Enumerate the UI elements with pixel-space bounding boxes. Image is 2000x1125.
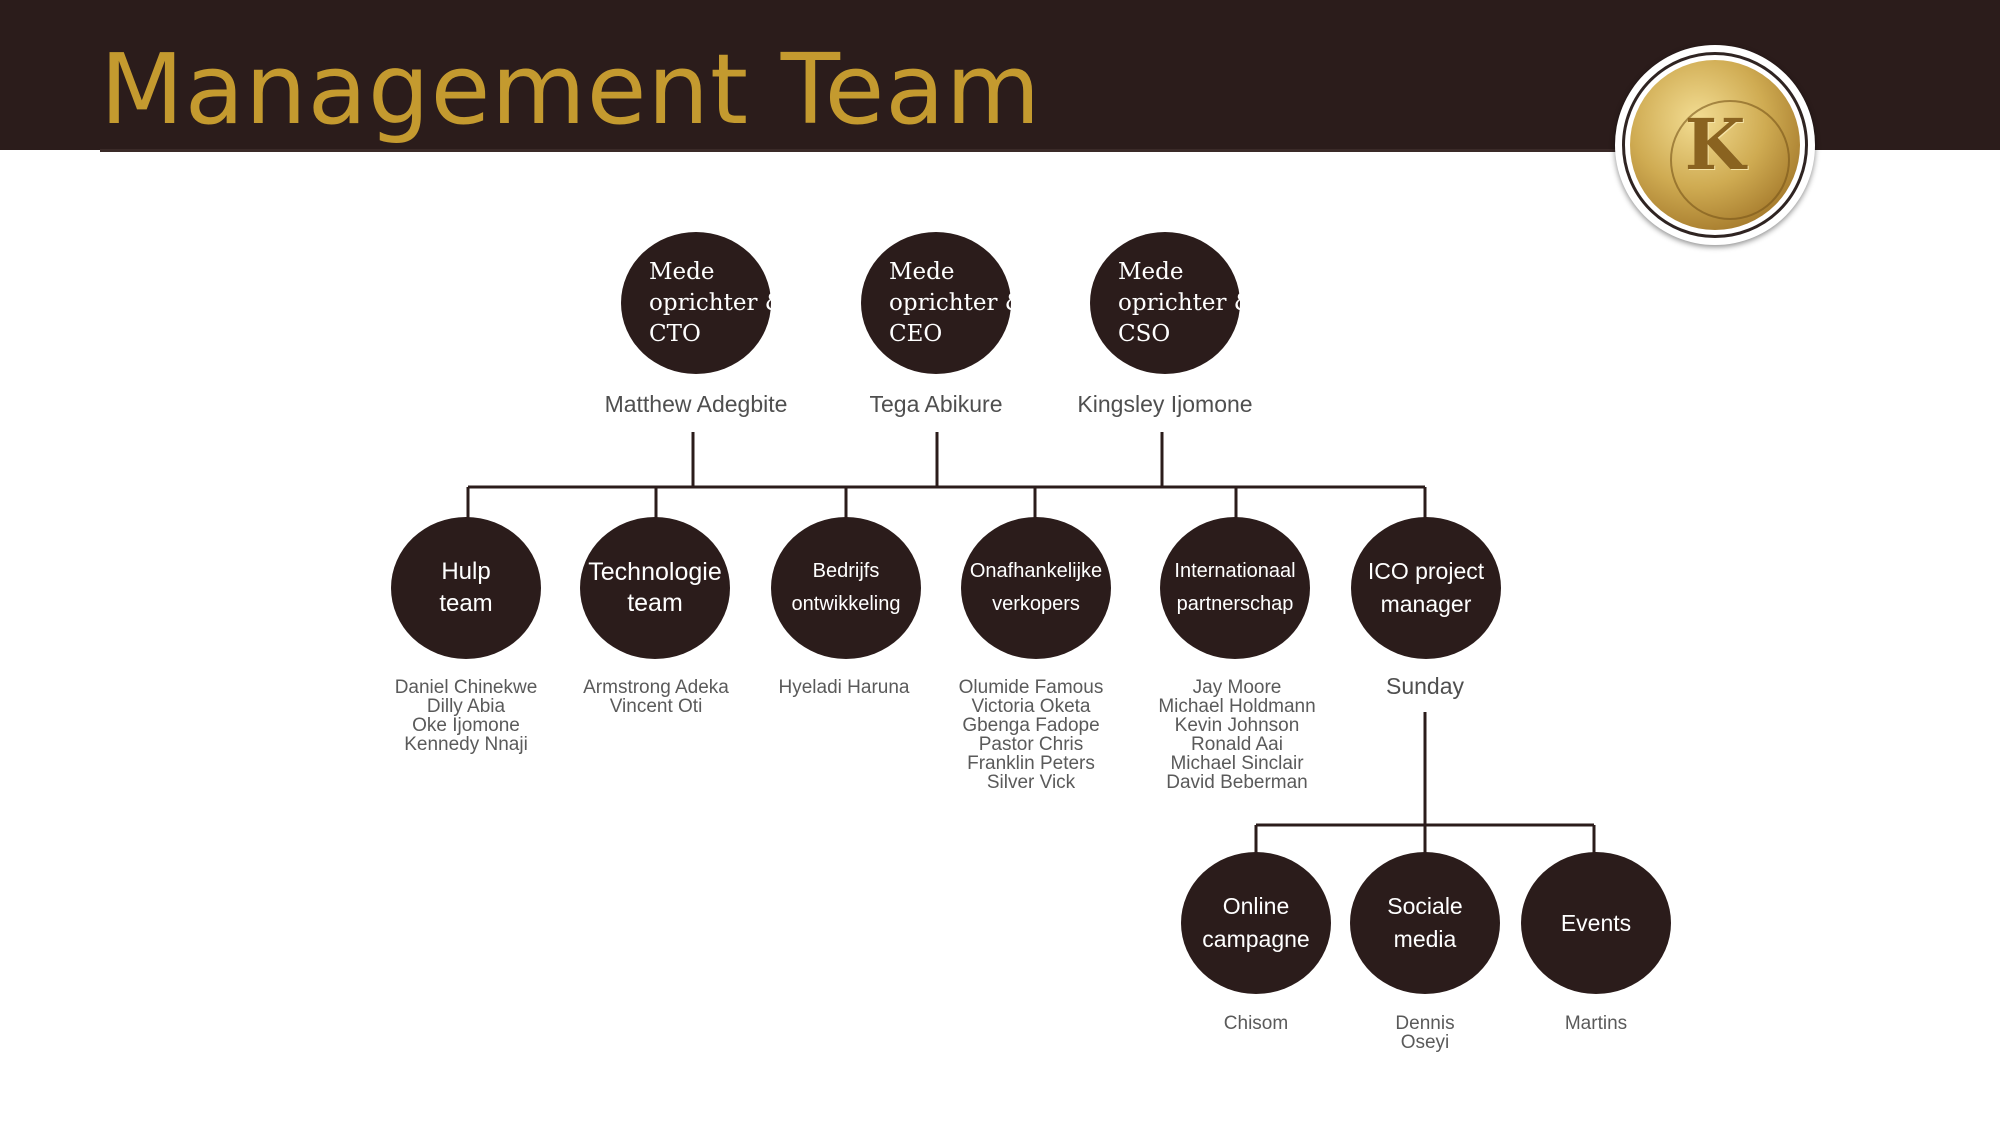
team-members-verkopers: Olumide Famous Victoria Oketa Gbenga Fad…	[911, 678, 1151, 792]
team-circle-technologie: Technologie team	[580, 517, 730, 659]
member-name: Dilly Abia	[426, 696, 506, 717]
member-name: Sunday	[1385, 673, 1464, 699]
subteam-label: Sociale media	[1387, 893, 1463, 952]
team-members-bedrijfsontwikkeling: Hyeladi Haruna	[724, 678, 964, 697]
member-name: Martins	[1564, 1013, 1628, 1034]
founder-name-cso: Kingsley Ijomone	[1077, 391, 1253, 417]
subteam-circle-online-campagne: Online campagne	[1181, 852, 1331, 994]
member-name: Armstrong Adeka	[583, 677, 729, 698]
member-name: Daniel Chinekwe	[394, 677, 538, 698]
team-circle-bedrijfsontwikkeling: Bedrijfs ontwikkeling	[771, 517, 921, 659]
member-name: Silver Vick	[986, 772, 1076, 793]
founder-name-cto: Matthew Adegbite	[604, 391, 788, 417]
member-name: Hyeladi Haruna	[778, 677, 910, 698]
member-name: Franklin Peters	[967, 753, 1095, 774]
subteam-circle-sociale-media: Sociale media	[1350, 852, 1500, 994]
member-name: Oseyi	[1400, 1032, 1450, 1053]
member-name: Chisom	[1223, 1013, 1289, 1034]
member-name: Michael Sinclair	[1170, 753, 1304, 774]
team-label: Bedrijfs ontwikkeling	[791, 560, 901, 615]
team-members-technologie: Armstrong Adeka Vincent Oti	[536, 678, 776, 716]
member-name: Ronald Aai	[1191, 734, 1283, 755]
subteam-label: Online campagne	[1202, 893, 1310, 952]
team-label: Hulp team	[439, 558, 493, 617]
team-label: ICO project manager	[1367, 558, 1485, 617]
member-name: Victoria Oketa	[971, 696, 1091, 717]
founder-role: Mede oprichter & CEO	[889, 258, 1026, 347]
subteam-circle-events: Events	[1521, 852, 1671, 994]
team-members-hulp: Daniel Chinekwe Dilly Abia Oke Ijomone K…	[346, 678, 586, 754]
coin-face	[1630, 60, 1800, 230]
team-circle-partnerschap: Internationaal partnerschap	[1160, 517, 1310, 659]
page-title: Management Team	[100, 33, 1042, 146]
founder-role: Mede oprichter & CSO	[1118, 258, 1255, 347]
team-label: Onafhankelijke verkopers	[969, 560, 1103, 615]
title-underline	[100, 149, 1620, 152]
team-label: Internationaal partnerschap	[1174, 560, 1296, 615]
team-circle-ico-manager: ICO project manager	[1351, 517, 1501, 659]
member-name: Kevin Johnson	[1174, 715, 1300, 736]
subteam-members-sociale-media: Dennis Oseyi	[1305, 1014, 1545, 1052]
member-name: Dennis	[1395, 1013, 1455, 1034]
coin-logo: K	[1615, 45, 1815, 245]
member-name: Michael Holdmann	[1158, 696, 1316, 717]
member-name: Olumide Famous	[958, 677, 1104, 698]
member-name: Gbenga Fadope	[962, 715, 1100, 736]
subteam-members-events: Martins	[1476, 1014, 1716, 1033]
founder-circle-cso: Mede oprichter & CSO	[1090, 232, 1254, 374]
member-name: Jay Moore	[1192, 677, 1282, 698]
team-circle-hulp: Hulp team	[391, 517, 541, 659]
team-members-ico-manager: Sunday	[1305, 672, 1545, 700]
founder-circle-cto: Mede oprichter & CTO	[621, 232, 785, 374]
coin-k-icon: K	[1684, 103, 1746, 186]
team-circle-verkopers: Onafhankelijke verkopers	[961, 517, 1111, 659]
founder-role: Mede oprichter & CTO	[649, 258, 786, 347]
member-name: Vincent Oti	[609, 696, 703, 717]
member-name: Kennedy Nnaji	[404, 734, 528, 755]
team-members-partnerschap: Jay Moore Michael Holdmann Kevin Johnson…	[1117, 678, 1357, 792]
member-name: Pastor Chris	[978, 734, 1084, 755]
subteam-label: Events	[1560, 909, 1632, 936]
founder-name-ceo: Tega Abikure	[869, 391, 1003, 417]
member-name: David Beberman	[1166, 772, 1308, 793]
member-name: Oke Ijomone	[412, 715, 520, 736]
founder-circle-ceo: Mede oprichter & CEO	[861, 232, 1025, 374]
subteam-members-online-campagne: Chisom	[1136, 1014, 1376, 1033]
team-label: Technologie team	[588, 558, 722, 617]
